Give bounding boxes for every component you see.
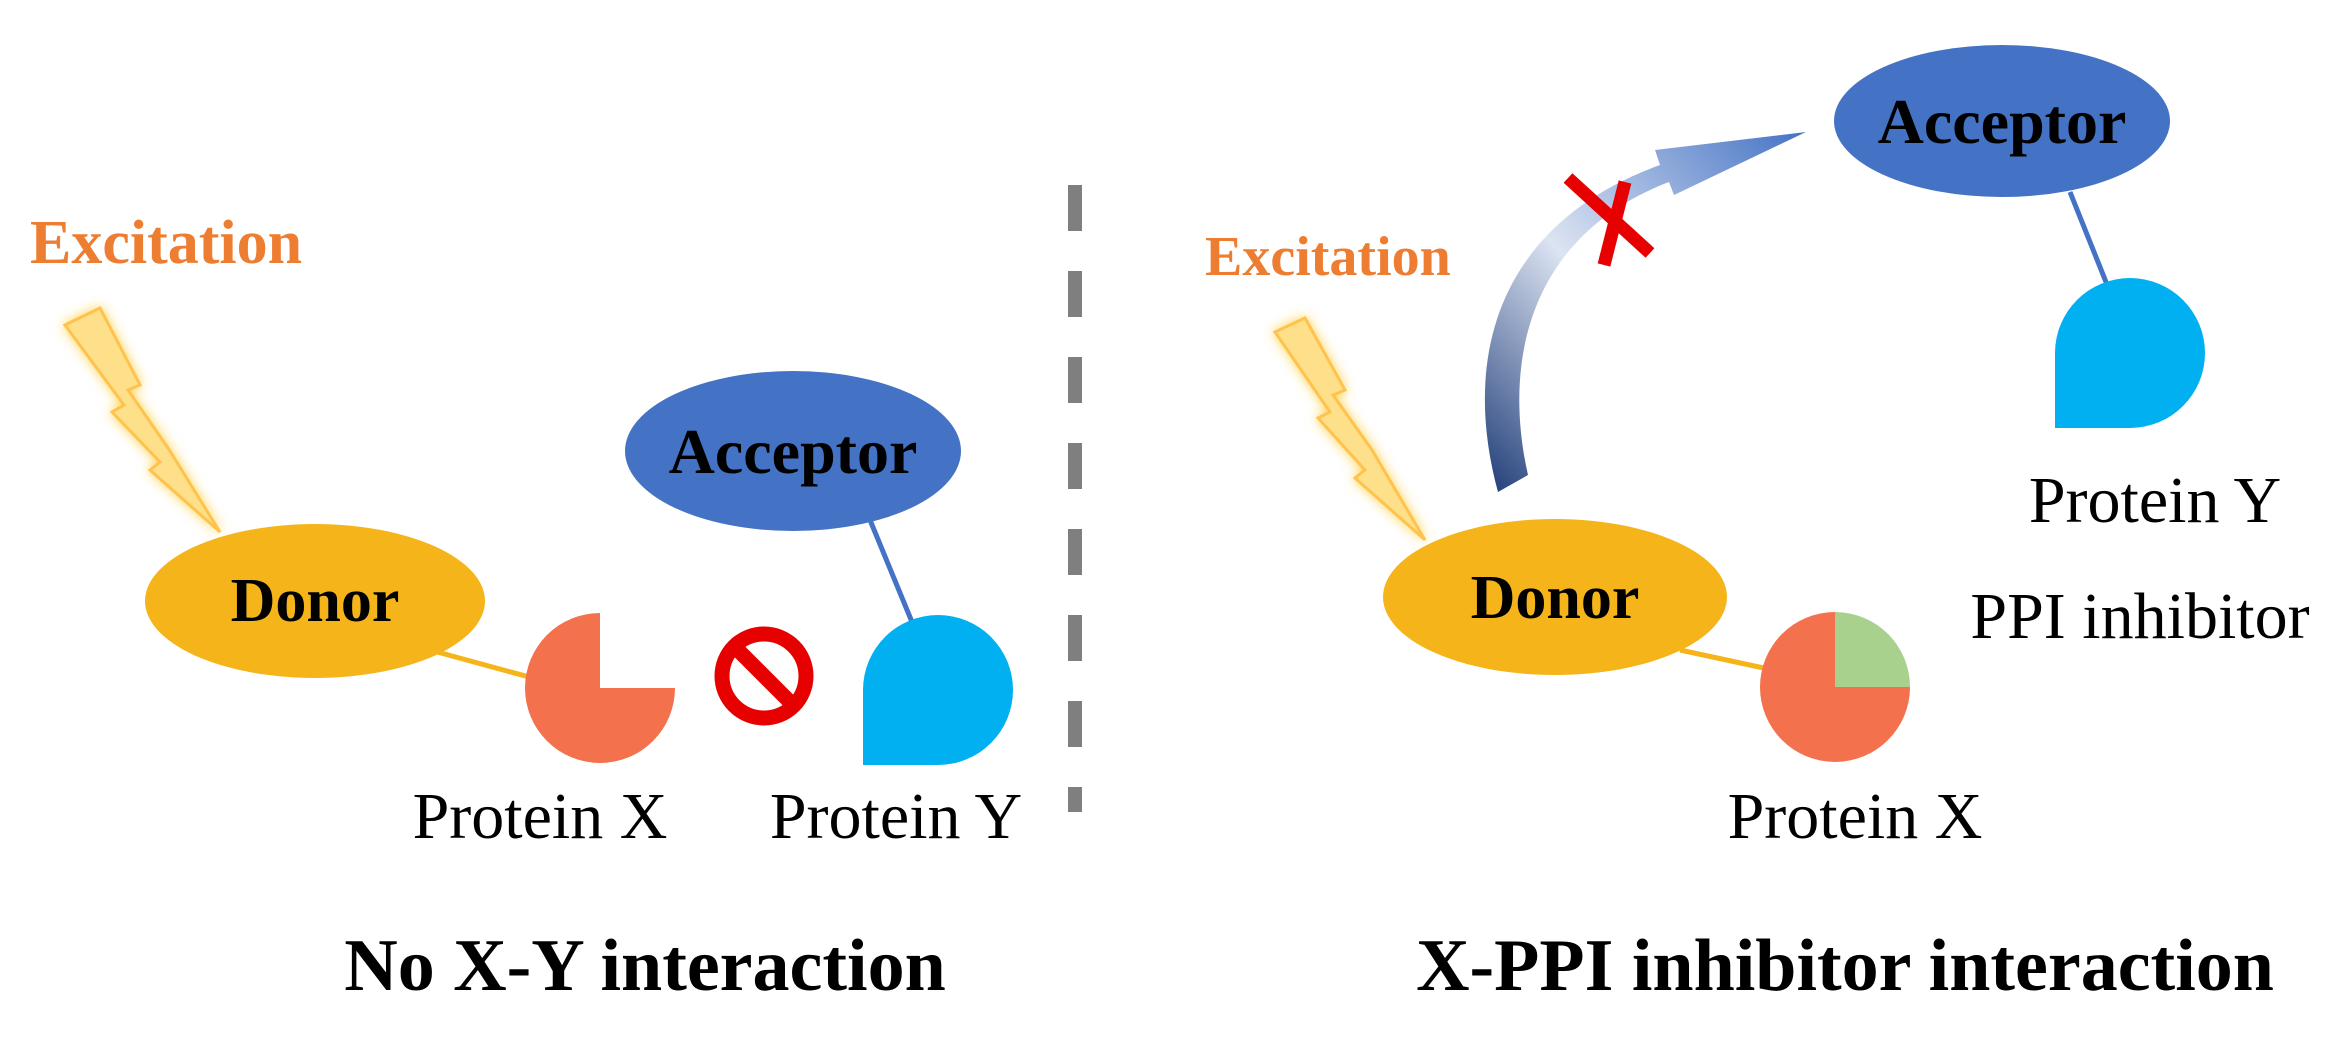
left-acceptor xyxy=(625,371,961,531)
prohibit-icon xyxy=(714,626,814,726)
right-protein-y xyxy=(2055,278,2205,428)
left-lightning-icon xyxy=(62,306,222,534)
right-protein-x-with-inhibitor xyxy=(1760,612,1910,762)
right-acceptor-linker xyxy=(2067,191,2111,288)
left-acceptor-linker xyxy=(867,519,915,623)
right-donor xyxy=(1383,519,1727,675)
blocked-transfer-icon xyxy=(1563,173,1655,267)
left-protein-x xyxy=(525,613,675,763)
left-panel: Excitation Donor Protein X Acceptor Prot… xyxy=(30,209,1022,1007)
left-protein-x-label: Protein X xyxy=(413,780,668,853)
left-acceptor-label: Acceptor xyxy=(669,416,918,487)
inhibitor-label: PPI inhibitor xyxy=(1970,580,2309,653)
left-donor-label: Donor xyxy=(231,567,400,635)
ppi-inhibitor xyxy=(1835,612,1910,687)
right-donor-label: Donor xyxy=(1471,564,1640,632)
right-lightning-icon xyxy=(1272,316,1427,542)
right-excitation-label: Excitation xyxy=(1205,226,1451,288)
right-acceptor-label: Acceptor xyxy=(1878,86,2127,157)
left-excitation-label: Excitation xyxy=(30,209,302,277)
energy-transfer-arrow xyxy=(1484,132,1806,492)
left-caption: No X-Y interaction xyxy=(344,925,945,1007)
right-protein-x-label: Protein X xyxy=(1728,780,1983,853)
left-protein-y-label: Protein Y xyxy=(770,780,1022,853)
right-caption: X-PPI inhibitor interaction xyxy=(1416,925,2274,1007)
right-acceptor xyxy=(1834,45,2170,197)
right-donor-linker xyxy=(1679,647,1774,673)
right-protein-y-label: Protein Y xyxy=(2029,464,2281,537)
left-donor-linker xyxy=(429,647,541,683)
left-donor xyxy=(145,524,485,678)
left-protein-y xyxy=(863,615,1013,765)
right-panel: Excitation Acceptor Protein Y PPI inhibi… xyxy=(1205,45,2310,1007)
